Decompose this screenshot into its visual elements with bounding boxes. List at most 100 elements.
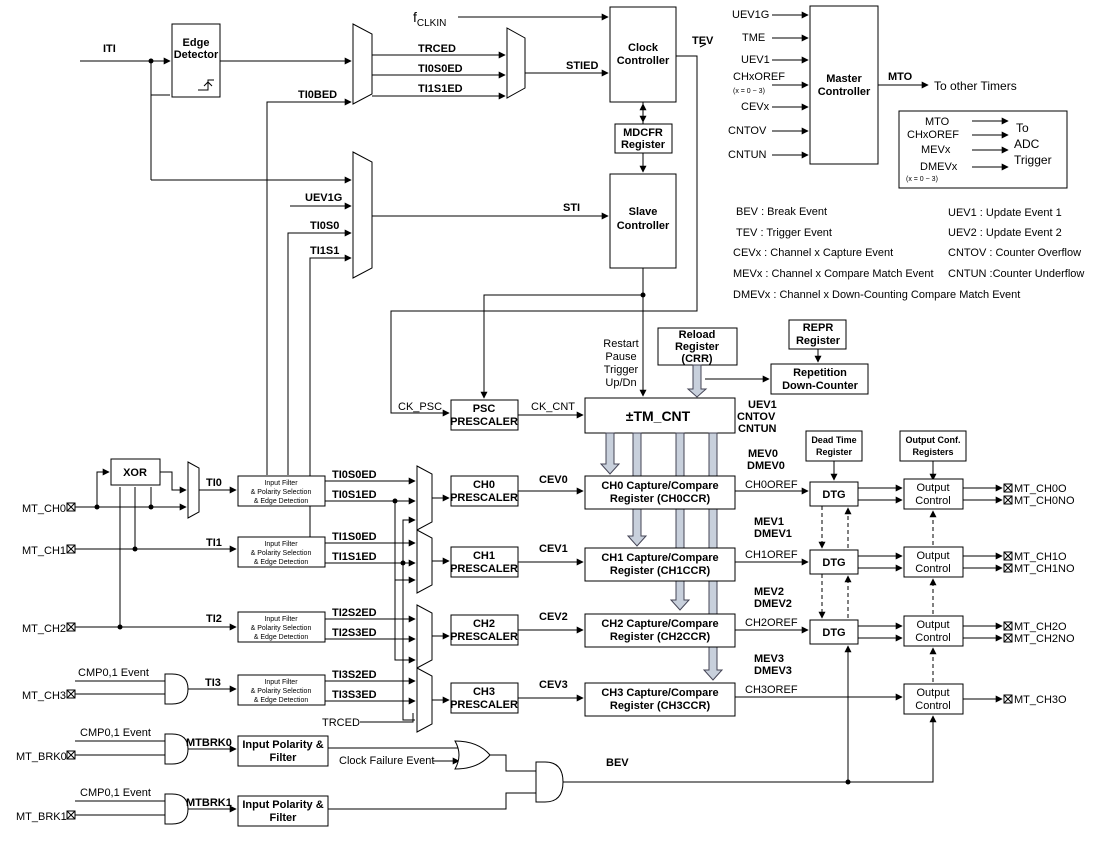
- svg-text:CH1 Capture/Compare: CH1 Capture/Compare: [601, 552, 718, 564]
- svg-text:Reload: Reload: [679, 329, 716, 341]
- ti0-mux: [187, 461, 200, 519]
- trced-mux-label: TRCED: [322, 717, 360, 729]
- fclkin-label: fCLKIN: [413, 9, 446, 29]
- mto-label: MTO: [888, 71, 913, 83]
- svg-text:CEVx: CEVx: [741, 101, 770, 113]
- svg-text:PSC: PSC: [473, 403, 496, 415]
- svg-text:Repetition: Repetition: [793, 367, 847, 379]
- trigger-mux-1: [352, 23, 373, 105]
- mev3-label: MEV3: [754, 653, 784, 665]
- svg-text:TI1S1ED: TI1S1ED: [332, 551, 377, 563]
- and-gate-brk0: [164, 733, 189, 765]
- mev1-label: MEV1: [754, 516, 784, 528]
- out-mt-ch1no: MT_CH1NO: [1014, 563, 1075, 575]
- svg-text:Control: Control: [915, 563, 950, 575]
- dmev2-label: DMEV2: [754, 598, 792, 610]
- dmev3-label: DMEV3: [754, 665, 792, 677]
- svg-text:Input Polarity &: Input Polarity &: [242, 799, 323, 811]
- ti0bed-label: TI0BED: [298, 89, 337, 101]
- svg-text:DTG: DTG: [822, 627, 845, 639]
- svg-text:Input Filter: Input Filter: [264, 679, 298, 686]
- svg-text:MT_CH3: MT_CH3: [22, 690, 66, 702]
- svg-text:TI0S1ED: TI0S1ED: [332, 489, 377, 501]
- ti0s0ed-label: TI0S0ED: [418, 63, 463, 75]
- svg-text:MT_CH0: MT_CH0: [22, 503, 66, 515]
- svg-text:CH0: CH0: [473, 479, 495, 491]
- ti1s1ed-label: TI1S1ED: [418, 83, 463, 95]
- svg-text:PRESCALER: PRESCALER: [450, 631, 518, 643]
- svg-text:Register: Register: [675, 341, 720, 353]
- legend-left-3: MEVx : Channel x Compare Match Event: [733, 268, 934, 280]
- dtg-ch1: DTG: [809, 549, 859, 575]
- svg-text:Output: Output: [916, 550, 949, 562]
- svg-text:CHxOREF: CHxOREF: [907, 129, 959, 141]
- cmp-event-ch3-label: CMP0,1 Event: [78, 667, 149, 679]
- svg-text:Restart: Restart: [603, 338, 638, 350]
- svg-text:Register (CH2CCR): Register (CH2CCR): [610, 631, 711, 643]
- svg-text:MT_CH1: MT_CH1: [22, 545, 66, 557]
- pin-mt-ch3[interactable]: MT_CH3: [22, 689, 76, 702]
- trced-label: TRCED: [418, 43, 456, 55]
- dmev0-label: DMEV0: [747, 460, 785, 472]
- out-mt-ch0no: MT_CH0NO: [1014, 495, 1075, 507]
- pin-mt-ch1[interactable]: MT_CH1: [22, 544, 76, 557]
- pin-mt-brk1[interactable]: MT_BRK1: [16, 810, 76, 823]
- cmp-event-brk1-label: CMP0,1 Event: [80, 787, 151, 799]
- slave-mux: [352, 151, 373, 279]
- cev1-label: CEV1: [539, 543, 568, 555]
- ch2-ccr-block: CH2 Capture/Compare Register (CH2CCR): [584, 613, 736, 648]
- svg-text:Output: Output: [916, 619, 949, 631]
- svg-text:CNTUN: CNTUN: [738, 423, 777, 435]
- output-control-ch3: Output Control: [903, 683, 964, 715]
- input-filter-ch0: Input Filter & Polarity Selection & Edge…: [237, 475, 326, 507]
- mev2-label: MEV2: [754, 586, 784, 598]
- svg-text:REPR: REPR: [803, 322, 834, 334]
- legend-left-0: BEV : Break Event: [736, 206, 827, 218]
- svg-text:Trigger: Trigger: [604, 364, 639, 376]
- ch2-input-mux: [416, 604, 433, 669]
- svg-text:Register (CH3CCR): Register (CH3CCR): [610, 700, 711, 712]
- ch2-prescaler-block: CH2 PRESCALER: [450, 614, 519, 646]
- svg-text:Edge: Edge: [183, 37, 210, 49]
- svg-text:CH2 Capture/Compare: CH2 Capture/Compare: [601, 618, 718, 630]
- svg-text:CH3 Capture/Compare: CH3 Capture/Compare: [601, 687, 718, 699]
- svg-text:MEVx: MEVx: [921, 144, 951, 156]
- svg-text:±TM_CNT: ±TM_CNT: [626, 408, 691, 424]
- svg-text:Controller: Controller: [818, 86, 871, 98]
- svg-text:Control: Control: [915, 700, 950, 712]
- legend-right-0: UEV1 : Update Event 1: [948, 207, 1062, 219]
- svg-text:MT_CH2: MT_CH2: [22, 623, 66, 635]
- svg-text:ADC: ADC: [1014, 137, 1040, 151]
- pin-mt-ch2[interactable]: MT_CH2: [22, 622, 76, 635]
- svg-text:Pause: Pause: [605, 351, 636, 363]
- pin-mt-ch0[interactable]: MT_CH0: [22, 502, 76, 515]
- svg-text:Down-Counter: Down-Counter: [782, 380, 858, 392]
- legend-right-1: UEV2 : Update Event 2: [948, 227, 1062, 239]
- input-filter-ch2: Input Filter & Polarity Selection & Edge…: [237, 611, 326, 643]
- and-gate-bev: [535, 761, 564, 803]
- svg-text:& Polarity Selection: & Polarity Selection: [251, 688, 312, 695]
- edge-detector-block: Edge Detector: [171, 23, 221, 98]
- ch1oref-label: CH1OREF: [745, 549, 798, 561]
- svg-text:Input Filter: Input Filter: [264, 480, 298, 487]
- svg-text:& Edge Detection: & Edge Detection: [254, 559, 309, 566]
- pin-mt-brk0[interactable]: MT_BRK0: [16, 750, 76, 763]
- dtg-ch2: DTG: [809, 619, 859, 645]
- to-other-timers-label: To other Timers: [934, 79, 1017, 93]
- svg-text:CH1: CH1: [473, 550, 495, 562]
- output-pins: MT_CH0O MT_CH0NO MT_CH1O MT_CH1NO MT_CH2…: [963, 483, 1075, 706]
- ti1s1-label: TI1S1: [310, 245, 339, 257]
- svg-text:TI0S0ED: TI0S0ED: [332, 469, 377, 481]
- svg-text:Detector: Detector: [174, 49, 219, 61]
- svg-text:TME: TME: [742, 32, 765, 44]
- svg-text:PRESCALER: PRESCALER: [450, 563, 518, 575]
- svg-text:CNTUN: CNTUN: [728, 149, 767, 161]
- clock-controller-block: Clock Controller: [609, 6, 677, 103]
- svg-text:Output Conf.: Output Conf.: [906, 435, 961, 445]
- ti0s0-label: TI0S0: [310, 220, 339, 232]
- svg-text:PRESCALER: PRESCALER: [450, 416, 518, 428]
- svg-text:MTO: MTO: [925, 116, 950, 128]
- mdcfr-register-block: MDCFR Register: [614, 123, 673, 154]
- legend-right-2: CNTOV : Counter Overflow: [948, 247, 1081, 259]
- ch1-input-mux: [416, 529, 433, 594]
